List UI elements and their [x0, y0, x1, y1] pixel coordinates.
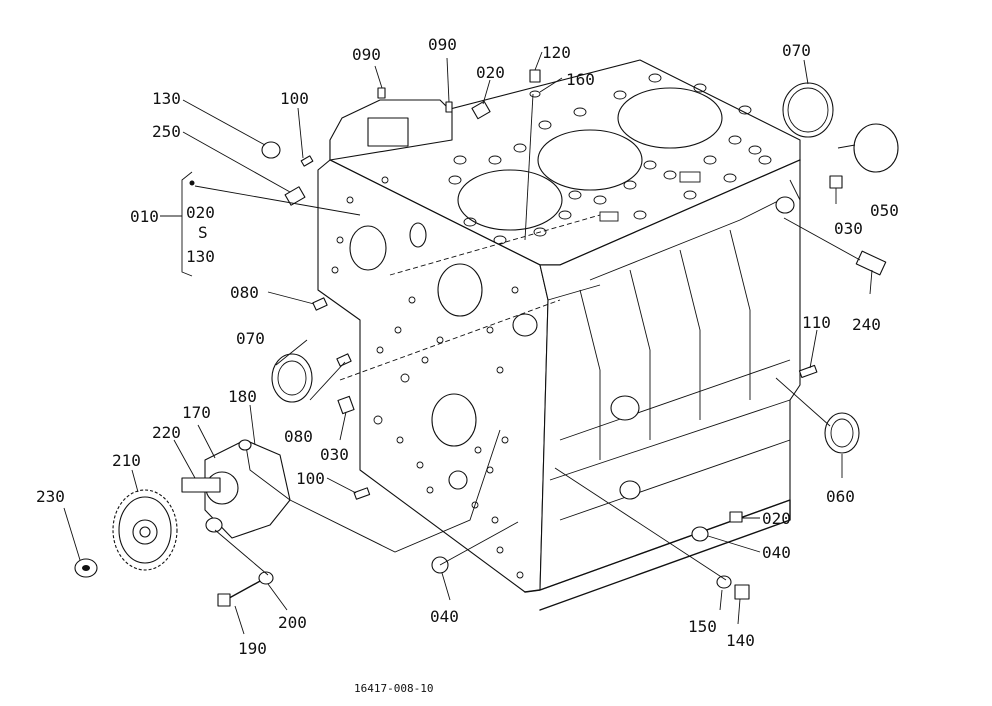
label-110: 110	[802, 313, 831, 332]
label-160: 160	[566, 70, 595, 89]
label-130-b: 130	[186, 247, 215, 266]
label-220: 220	[152, 423, 181, 442]
label-060: 060	[826, 487, 855, 506]
front-bore-upper	[349, 225, 387, 271]
label-070-b: 070	[236, 329, 265, 348]
label-150: 150	[688, 617, 717, 636]
label-090-a: 090	[352, 45, 381, 64]
label-180: 180	[228, 387, 257, 406]
label-070-a: 070	[782, 41, 811, 60]
label-range-mark: S	[198, 223, 208, 242]
leader-lines	[63, 51, 873, 635]
cylinder-block	[317, 59, 801, 611]
label-030-a: 030	[834, 219, 863, 238]
part-070-cap-top	[782, 82, 834, 138]
gear-pump-assembly	[74, 439, 291, 607]
label-100-a: 100	[280, 89, 309, 108]
part-050-cap	[853, 123, 899, 173]
callout-labels: 130 250 100 090 090 020 120 160 070 050 …	[36, 35, 899, 695]
label-100-b: 100	[296, 469, 325, 488]
front-bore-lower	[431, 393, 477, 447]
part-240-sensor	[855, 250, 887, 276]
part-130-plug	[261, 141, 281, 159]
cylinder-bore-3	[617, 87, 723, 149]
part-060-seal	[824, 412, 860, 454]
label-200: 200	[278, 613, 307, 632]
label-130-a: 130	[152, 89, 181, 108]
label-040-b: 040	[430, 607, 459, 626]
label-090-b: 090	[428, 35, 457, 54]
cylinder-bore-2	[537, 129, 643, 191]
label-140: 140	[726, 631, 755, 650]
label-190: 190	[238, 639, 267, 658]
label-240: 240	[852, 315, 881, 334]
label-020-b: 020	[186, 203, 215, 222]
label-030-b: 030	[320, 445, 349, 464]
cylinder-bore-1	[457, 169, 563, 231]
part-250-plug	[284, 186, 306, 206]
label-250: 250	[152, 122, 181, 141]
label-020-a: 020	[476, 63, 505, 82]
front-bore-camshaft	[437, 263, 483, 317]
label-040-a: 040	[762, 543, 791, 562]
label-120: 120	[542, 43, 571, 62]
label-020-c: 020	[762, 509, 791, 528]
label-210: 210	[112, 451, 141, 470]
label-080-b: 080	[284, 427, 313, 446]
label-170: 170	[182, 403, 211, 422]
label-080-a: 080	[230, 283, 259, 302]
figure-code: 16417-008-10	[354, 682, 433, 695]
label-050: 050	[870, 201, 899, 220]
label-010: 010	[130, 207, 159, 226]
label-230: 230	[36, 487, 65, 506]
